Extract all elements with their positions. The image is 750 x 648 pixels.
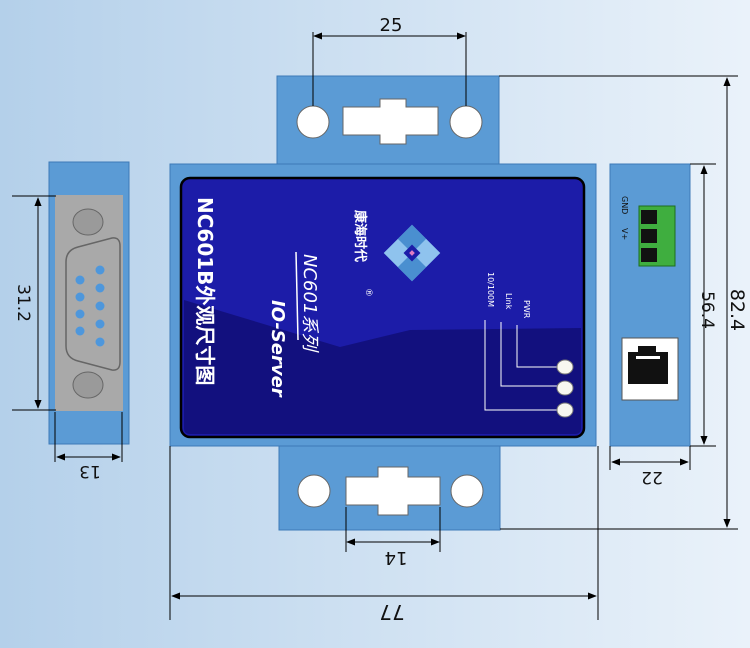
led-label-link: Link — [504, 293, 513, 310]
series-name: NC601系列 — [299, 254, 320, 353]
terminal-label-gnd: GND — [620, 196, 629, 214]
bottom-flange — [278, 443, 501, 531]
right-side-view: GND V+ — [609, 163, 691, 447]
drawing-title: NC601B外观尺寸图 — [193, 197, 217, 385]
mounting-hole-left — [296, 105, 330, 139]
led-label-pwr: PWR — [522, 300, 531, 319]
left-side-view — [48, 161, 130, 445]
led-link — [556, 380, 574, 396]
dim-db9-height: 31.2 — [13, 284, 33, 322]
dim-slot-width: 14 — [385, 547, 408, 568]
dim-db9-depth: 13 — [79, 461, 101, 481]
top-flange — [276, 75, 500, 167]
dim-side-depth: 22 — [641, 467, 663, 487]
db9-connector-icon — [65, 208, 121, 399]
product-name: IO-Server — [267, 300, 288, 398]
mounting-slot-bottom — [345, 466, 441, 516]
front-panel: NC601B外观尺寸图 康海时代 ® NC601系列 IO-Server PWR… — [179, 176, 586, 439]
trademark-mark: ® — [363, 288, 373, 297]
rj45-port-icon — [621, 337, 679, 401]
dim-side-height: 56.4 — [697, 291, 717, 329]
dim-hole-spacing: 25 — [380, 15, 403, 36]
mounting-hole-right — [449, 105, 483, 139]
dim-total-height: 82.4 — [726, 289, 748, 331]
mounting-hole-left-bottom — [297, 474, 331, 508]
brand-name: 康海时代 — [352, 210, 368, 262]
led-pwr — [556, 359, 574, 375]
dim-body-width: 77 — [379, 600, 404, 624]
mounting-hole-right-bottom — [450, 474, 484, 508]
power-terminal-block-icon — [638, 205, 676, 267]
led-speed — [556, 402, 574, 418]
led-label-speed: 10/100M — [486, 272, 495, 307]
terminal-label-vplus: V+ — [620, 228, 629, 240]
mounting-slot-top — [342, 98, 439, 145]
